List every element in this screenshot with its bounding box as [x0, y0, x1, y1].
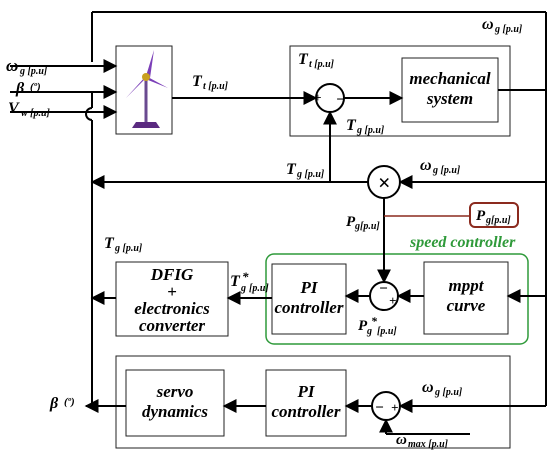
signal-wires: [10, 11, 547, 435]
pg-reference-symbol: P: [476, 208, 486, 224]
omega-g-pitch-subscript: g [p.u]: [434, 387, 463, 398]
dfig-line1: DFIG: [150, 265, 194, 284]
pg-star-mark: *: [371, 314, 378, 328]
power-sum-plus: +: [389, 293, 396, 308]
pitch-sum-minus: −: [375, 400, 384, 416]
multiplier-sign: ×: [378, 170, 391, 195]
omega-g-top-symbol: ω: [482, 16, 494, 33]
pitch-sum-plus: +: [391, 400, 398, 415]
pitch-pi-line2: controller: [272, 402, 341, 421]
mechanical-system-line1: mechanical: [409, 69, 490, 88]
omega-max-symbol: ω: [396, 432, 407, 448]
tg-dfig-symbol: T: [104, 235, 115, 252]
beta-output-unit: (º): [64, 396, 75, 408]
pg-star-subscript: g: [366, 326, 372, 337]
tg-star-symbol: T: [230, 273, 241, 290]
torque-sum-plus: +: [314, 90, 321, 105]
turbine-section-box: [115, 45, 173, 135]
vw-input-symbol: V: [8, 100, 20, 117]
speed-pi-line2: controller: [275, 298, 344, 317]
beta-input-unit: (º): [30, 81, 41, 93]
vw-input-subscript: w [p.u]: [21, 108, 51, 119]
tg-mech-subscript: g [p.u]: [356, 125, 385, 136]
mppt-line1: mppt: [449, 276, 485, 295]
pg-star-unit: [p.u]: [377, 326, 397, 337]
tg-star-mark: *: [242, 269, 249, 284]
beta-output-symbol: β: [49, 395, 59, 412]
power-sum-minus: −: [379, 281, 388, 297]
tg-mid-symbol: T: [286, 161, 297, 178]
tg-dfig-subscript: g [p.u]: [114, 243, 143, 254]
pg-signal-subscript: g[p.u]: [354, 221, 380, 232]
speed-controller-label: speed controller: [409, 234, 516, 251]
omega-g-input-subscript: g [p.u]: [19, 66, 48, 77]
omega-g-top-subscript: g [p.u]: [494, 24, 523, 35]
wind-turbine-icon: [126, 50, 168, 128]
dfig-line4: converter: [139, 316, 205, 335]
servo-line1: servo: [156, 382, 194, 401]
omega-g-input-symbol: ω: [6, 56, 18, 75]
torque-sum-minus: −: [336, 92, 345, 108]
tt-output-subscript: t [p.u]: [203, 81, 229, 92]
tg-star-subscript: g: [240, 283, 246, 294]
tg-mid-subscript: g [p.u]: [296, 169, 325, 180]
mechanical-system-line2: system: [426, 89, 473, 108]
pg-reference-box: [469, 202, 519, 228]
tt-mech-symbol: T: [298, 51, 309, 68]
servo-line2: dynamics: [142, 402, 208, 421]
speed-pi-line1: PI: [300, 278, 319, 297]
pitch-pi-line1: PI: [297, 382, 316, 401]
omega-g-pitch-symbol: ω: [422, 379, 434, 396]
tt-output-symbol: T: [192, 73, 203, 90]
tg-star-unit: [p.u]: [249, 283, 269, 294]
omega-g-mid-symbol: ω: [420, 157, 432, 174]
pg-signal-symbol: P: [346, 214, 356, 230]
dfig-line2: +: [167, 282, 177, 301]
mppt-line2: curve: [447, 296, 486, 315]
omega-max-subscript: max [p.u]: [408, 439, 449, 450]
servo-section-box: [115, 355, 511, 449]
pg-reference-subscript: g[p.u]: [485, 215, 511, 226]
tt-mech-subscript: t [p.u]: [309, 59, 335, 70]
omega-g-mid-subscript: g [p.u]: [432, 165, 461, 176]
tg-mech-symbol: T: [346, 117, 357, 134]
beta-input-symbol: β: [15, 80, 25, 97]
pg-star-symbol: P: [358, 318, 368, 334]
dfig-line3: electronics: [134, 299, 210, 318]
